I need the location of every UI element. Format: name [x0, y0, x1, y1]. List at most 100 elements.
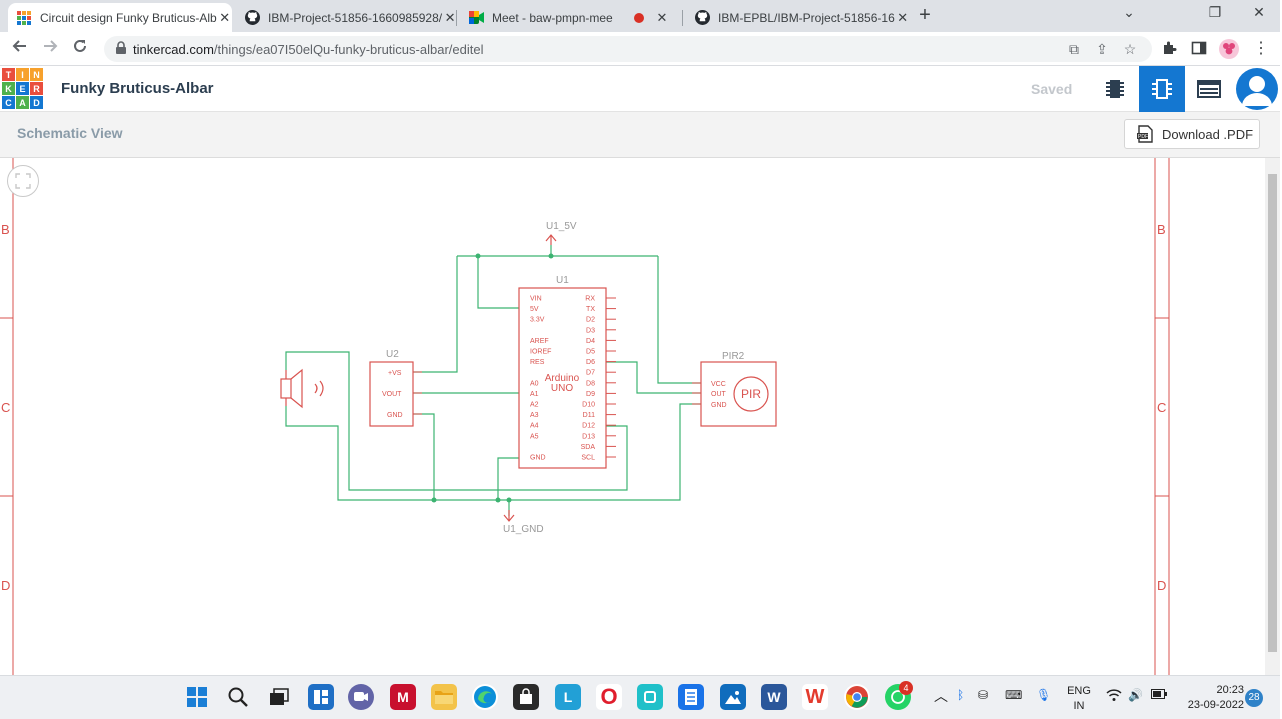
mcafee-icon[interactable]: M	[390, 684, 416, 710]
chrome-browser-icon[interactable]	[844, 684, 870, 710]
side-panel-icon[interactable]	[1190, 40, 1208, 58]
edge-browser-icon[interactable]	[472, 684, 498, 710]
pir-ref-label: PIR2	[722, 351, 745, 362]
tinkercad-logo[interactable]: T I N K E R C A D	[2, 68, 43, 110]
tab-tinkercad[interactable]: Circuit design Funky Bruticus-Alb ✕	[8, 3, 232, 32]
close-tab-icon[interactable]: ✕	[656, 9, 668, 25]
speaker-symbol[interactable]	[280, 368, 324, 409]
logo-letter: I	[16, 68, 29, 81]
tab-search-button[interactable]: ⌄	[1123, 4, 1135, 20]
tab-github-epbl[interactable]: IBM-EPBL/IBM-Project-51856-16 ✕	[686, 3, 908, 32]
back-button[interactable]	[9, 38, 31, 60]
address-bar[interactable]: tinkercad.com/things/ea07I50elQu-funky-b…	[104, 36, 1152, 62]
notification-count-badge[interactable]: 28	[1245, 689, 1263, 707]
scrollbar-thumb[interactable]	[1268, 174, 1277, 652]
frame-row-label: B	[1, 222, 10, 237]
bookmark-star-icon[interactable]: ☆	[1123, 41, 1137, 57]
close-tab-icon[interactable]: ✕	[444, 9, 456, 25]
app-teal-icon[interactable]	[637, 684, 663, 710]
tab-title: IBM-Project-51856-1660985928/	[268, 10, 443, 25]
wire-5v-to-u2	[413, 256, 458, 373]
u1-pin-label: AREF	[530, 338, 549, 345]
notes-app-icon[interactable]	[678, 684, 704, 710]
pir-sensor-symbol[interactable]: PIR2 VCC OUT GND PIR	[692, 351, 777, 427]
speaker-cone-icon	[290, 368, 303, 409]
u1-pin-label: A1	[530, 391, 539, 398]
frame-row-label: C	[1157, 400, 1166, 415]
download-pdf-button[interactable]: PDF Download .PDF	[1124, 119, 1260, 149]
url-path: /things/ea07I50elQu-funky-bruticus-albar…	[213, 42, 484, 57]
component-list-button[interactable]	[1186, 66, 1232, 112]
junction-dot	[431, 497, 437, 503]
windows-taskbar: M L O W W 4 ︿ ᛒ ⛁ ⌨ 🎙 ENG IN 🔊 20:23 23-	[0, 675, 1280, 719]
close-window-button[interactable]: ✕	[1253, 4, 1265, 20]
pir-pin-label: GND	[711, 402, 727, 409]
microsoft-store-icon[interactable]	[513, 684, 539, 710]
close-tab-icon[interactable]: ✕	[219, 9, 231, 25]
junction-dot	[506, 497, 512, 503]
reload-button[interactable]	[69, 38, 91, 60]
schematic-view-button[interactable]	[1139, 66, 1185, 112]
language-indicator[interactable]: ENG IN	[1066, 684, 1092, 714]
schematic-drawing[interactable]: B C D B C D	[0, 158, 1265, 675]
arduino-uno-symbol[interactable]: U1 Arduino UNO RXTXD2D3D4D5D6D7D8D9D10D1…	[518, 275, 616, 469]
windows-start-icon[interactable]	[184, 684, 210, 710]
u1-pin-label: D9	[586, 391, 595, 398]
close-tab-icon[interactable]: ✕	[897, 9, 909, 25]
file-explorer-icon[interactable]	[431, 684, 457, 710]
power-net-label: U1_5V	[546, 221, 577, 232]
microphone-icon[interactable]: 🎙	[1036, 688, 1052, 702]
widgets-icon[interactable]	[308, 684, 334, 710]
schematic-canvas[interactable]: B C D B C D	[0, 158, 1280, 675]
u1-pin-label: D8	[586, 380, 595, 387]
network-drive-icon[interactable]: ⛁	[978, 688, 989, 702]
speaker-body	[280, 378, 292, 399]
battery-icon[interactable]	[1151, 688, 1167, 702]
share-icon[interactable]: ⇪	[1096, 41, 1108, 57]
expand-corners-icon	[15, 173, 31, 189]
logo-letter: D	[30, 96, 43, 109]
system-clock[interactable]: 20:23 23-09-2022	[1180, 683, 1244, 713]
fit-to-view-button[interactable]	[7, 165, 39, 197]
user-avatar[interactable]	[1236, 68, 1278, 110]
u1-pin-label: A5	[530, 433, 539, 440]
keyboard-icon[interactable]: ⌨	[1005, 688, 1023, 702]
new-tab-button[interactable]: +	[919, 4, 931, 26]
tab-github-project[interactable]: IBM-Project-51856-1660985928/ ✕	[236, 3, 456, 32]
clock-time: 20:23	[1216, 684, 1244, 696]
opera-browser-icon[interactable]: O	[596, 684, 622, 710]
volume-icon[interactable]: 🔊	[1128, 688, 1143, 702]
u2-pin-label: +VS	[388, 370, 402, 377]
circuit-view-button[interactable]	[1092, 66, 1138, 112]
extensions-puzzle-icon[interactable]	[1160, 40, 1178, 58]
word-app-icon[interactable]: W	[761, 684, 787, 710]
logo-letter: C	[2, 96, 15, 109]
bluetooth-icon[interactable]: ᛒ	[957, 688, 965, 702]
browser-menu-icon[interactable]: ⋮	[1253, 40, 1269, 57]
task-view-icon[interactable]	[266, 684, 292, 710]
u2-pin-label: GND	[387, 412, 403, 419]
vertical-scrollbar[interactable]	[1265, 158, 1280, 675]
reload-icon	[74, 39, 86, 52]
open-in-app-icon[interactable]: ⧉	[1069, 41, 1079, 57]
save-status: Saved	[1031, 81, 1073, 97]
wps-office-icon[interactable]: W	[802, 684, 828, 710]
show-hidden-icons-chevron-icon[interactable]: ︿	[934, 688, 948, 704]
forward-button[interactable]	[39, 38, 61, 60]
u1-pin-label: D11	[583, 412, 595, 419]
project-title[interactable]: Funky Bruticus-Albar	[61, 80, 214, 97]
wire-d6-pir-out	[606, 361, 701, 394]
restore-window-button[interactable]: ❐	[1208, 4, 1222, 20]
teams-chat-icon[interactable]	[348, 684, 374, 710]
tab-google-meet[interactable]: Meet - baw-pmpn-mee ✕	[460, 3, 678, 32]
u1-pin-label: RES	[530, 359, 545, 366]
u1-pin-label: D12	[582, 423, 595, 430]
profile-avatar-icon[interactable]	[1219, 39, 1239, 59]
wifi-icon[interactable]	[1106, 688, 1122, 705]
u2-sensor-symbol[interactable]: U2 +VS VOUT GND	[369, 349, 422, 427]
app-l-icon[interactable]: L	[555, 684, 581, 710]
search-icon[interactable]	[225, 684, 251, 710]
photos-app-icon[interactable]	[720, 684, 746, 710]
u1-name-line2: UNO	[551, 383, 573, 394]
wire-d12-speaker	[285, 351, 628, 491]
